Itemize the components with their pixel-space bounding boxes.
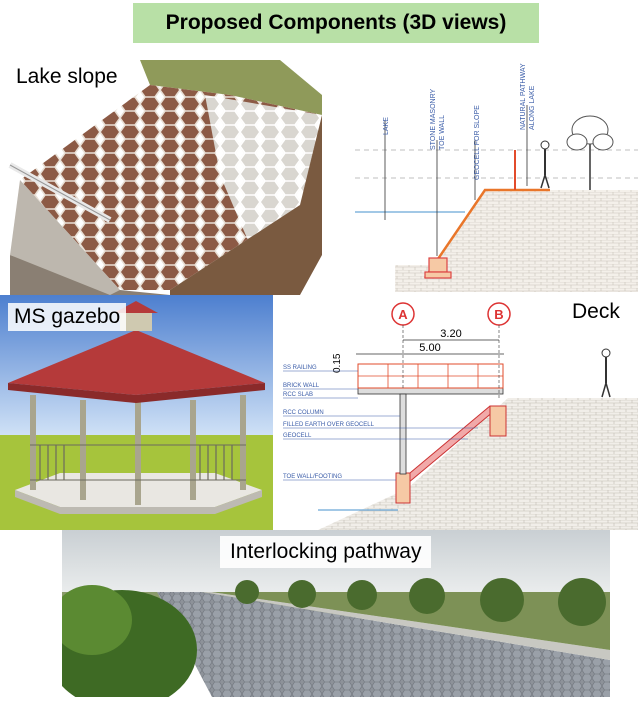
dim-015: 0.15 [332, 353, 343, 373]
along-lake-text: ALONG LAKE [529, 85, 536, 130]
marker-b: B [494, 307, 503, 322]
deck-label: Deck [572, 300, 620, 323]
geocell-slope-text: GEOCELL FOR SLOPE [474, 105, 481, 180]
pathway-illustration [47, 530, 610, 702]
brick-wall-text: BRICK WALL [283, 383, 320, 389]
toe-wall-footing-text: TOE WALL/FOOTING [283, 474, 342, 480]
gazebo-illustration [0, 295, 273, 530]
gazebo-render [0, 295, 273, 530]
lake-slope-label: Lake slope [10, 63, 124, 91]
geocell-text: GEOCELL [283, 433, 312, 439]
page-title: Proposed Components (3D views) [133, 3, 539, 43]
marker-a: A [398, 307, 408, 322]
ss-railing-text: SS RAILING [283, 365, 317, 371]
deck-section-drawing: A B 3.20 5.00 0.15 SS RAILING BRICK WALL… [278, 298, 638, 530]
slope-section-svg: LAKE STONE MASONRY TOE WALL GEOCELL FOR … [355, 63, 638, 292]
slope-section-drawing: LAKE STONE MASONRY TOE WALL GEOCELL FOR … [355, 60, 638, 292]
dim-500: 5.00 [419, 342, 440, 354]
stone-masonry-text: STONE MASONRY [430, 88, 437, 150]
pathway-render [47, 530, 610, 702]
pathway-label: Interlocking pathway [220, 536, 432, 568]
lake-slope-render [0, 55, 322, 295]
deck-section-svg: A B 3.20 5.00 0.15 SS RAILING BRICK WALL… [283, 302, 638, 530]
toe-wall-text: TOE WALL [439, 115, 446, 150]
gazebo-label: MS gazebo [8, 303, 127, 331]
lake-slope-illustration [0, 55, 322, 295]
lake-text: LAKE [383, 117, 390, 135]
dim-320: 3.20 [440, 328, 461, 340]
filled-earth-text: FILLED EARTH OVER GEOCELL [283, 422, 375, 428]
rcc-slab-text: RCC SLAB [283, 392, 313, 398]
rcc-column-text: RCC COLUMN [283, 410, 324, 416]
natural-pathway-text: NATURAL PATHWAY [520, 63, 527, 130]
